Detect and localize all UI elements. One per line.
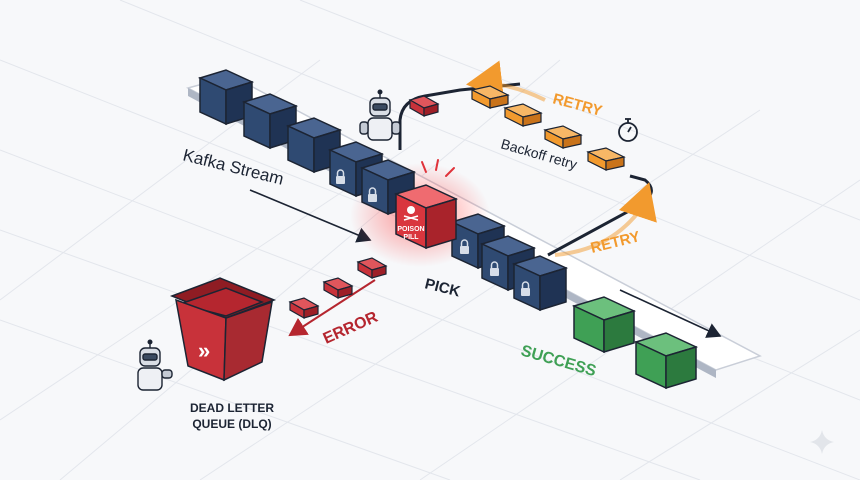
retry-message [586, 147, 626, 171]
success-messages [571, 296, 699, 390]
success-direction-arrow [619, 289, 722, 338]
alert-marks [421, 159, 455, 177]
stream-direction-arrow [249, 189, 372, 243]
error-message [288, 297, 320, 320]
message-block-locked [511, 255, 569, 312]
success-block [633, 332, 699, 390]
dlq-label-line2: QUEUE (DLQ) [192, 417, 271, 431]
poison-pill-block [393, 184, 459, 250]
retry-label-top: RETRY [551, 90, 604, 119]
error-message [322, 277, 354, 300]
robot-worker-icon [359, 89, 401, 141]
retry-message [543, 125, 583, 149]
robot-worker-icon [137, 339, 173, 391]
stopwatch-icon [618, 118, 638, 142]
dlq-bin-glyph: » [198, 338, 210, 363]
error-arrow [288, 279, 376, 337]
success-block [571, 296, 637, 354]
sparkle-icon [810, 430, 834, 454]
error-message [408, 95, 440, 118]
pick-label: PICK [423, 275, 462, 300]
padlock-icon [460, 239, 469, 254]
success-label: SUCCESS [519, 343, 598, 381]
poison-label-line1: POISON [397, 226, 424, 233]
skull-crossbones-icon [403, 206, 419, 221]
retry-message [503, 103, 543, 127]
padlock-icon [490, 261, 499, 276]
dlq-bin [169, 277, 277, 382]
retry-arrow-side [554, 182, 657, 257]
error-messages [288, 257, 388, 320]
padlock-icon [368, 187, 377, 202]
error-label: ERROR [321, 308, 381, 347]
padlock-icon [521, 281, 530, 296]
poison-label-line2: PILL [403, 234, 419, 241]
stream-messages [197, 69, 569, 312]
retry-messages [470, 85, 626, 171]
retry-message [470, 85, 510, 109]
padlock-icon [336, 169, 345, 184]
retry-arrow-top [466, 60, 546, 102]
padlock-icons [336, 169, 530, 296]
error-message [356, 257, 388, 280]
dlq-label-line1: DEAD LETTER [190, 401, 274, 415]
